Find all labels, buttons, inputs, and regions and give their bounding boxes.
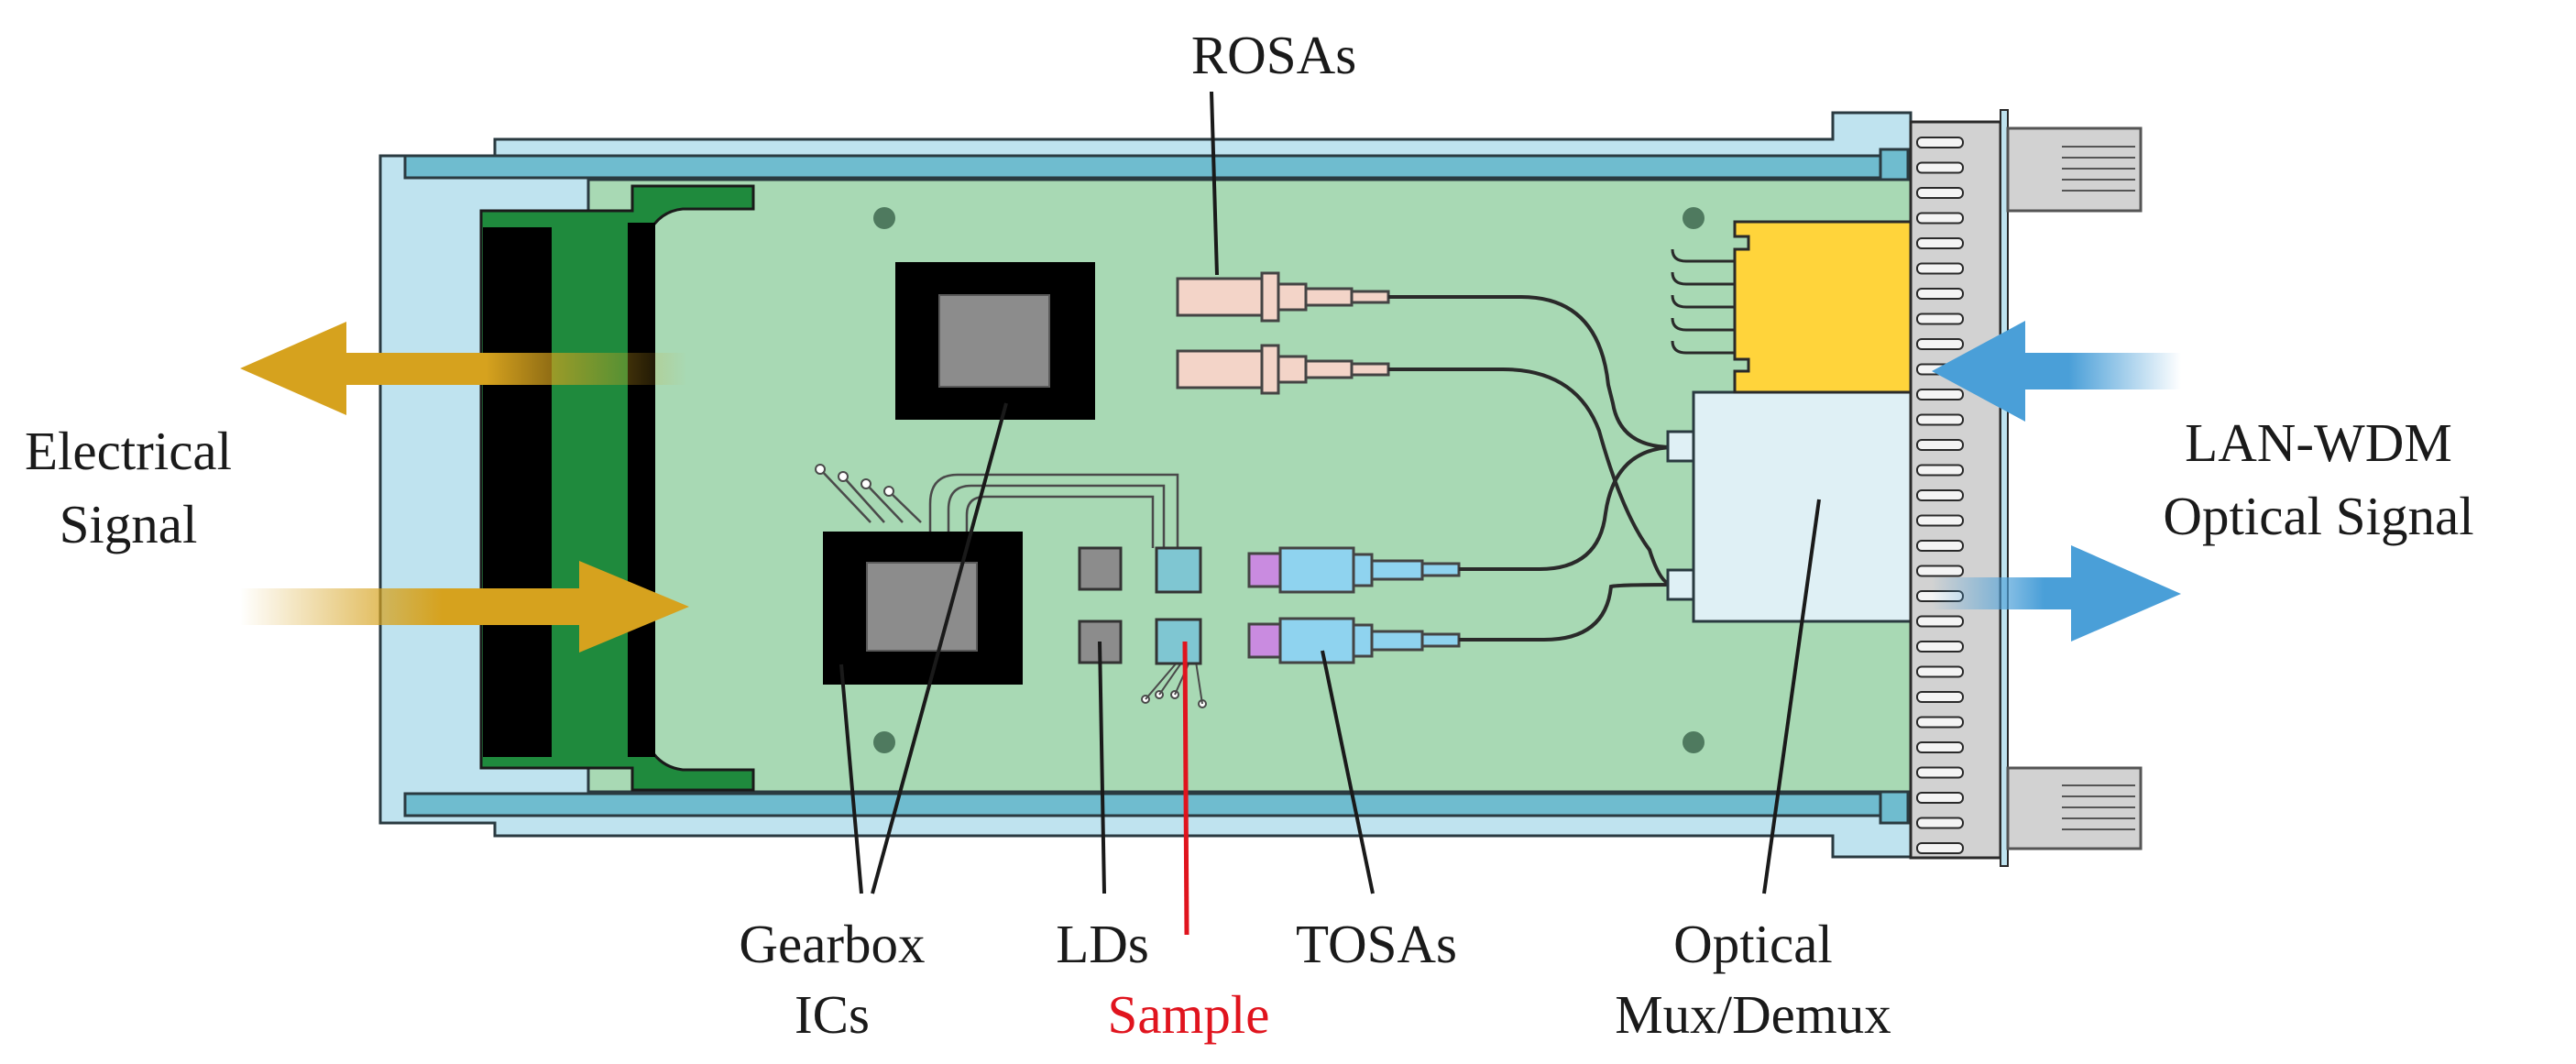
label-optical-line1: Optical	[1673, 914, 1833, 974]
port-fin	[1916, 514, 1964, 527]
latch-bottom	[2006, 766, 2143, 850]
label-lan-wdm-line2: Optical Signal	[2163, 486, 2473, 546]
port-fin	[1916, 237, 1964, 249]
laser-chip-module	[1671, 220, 1913, 394]
port-fin	[1916, 187, 1964, 199]
pcb-traces	[819, 468, 1179, 548]
port-fin	[1916, 489, 1964, 501]
electrical-in-arrow	[240, 561, 689, 653]
port-fin	[1916, 615, 1964, 628]
label-electrical-line2: Signal	[60, 494, 198, 554]
label-tosas: TOSAs	[1296, 914, 1457, 974]
port-fin	[1916, 338, 1964, 350]
label-sample: Sample	[1108, 984, 1270, 1045]
port-fin	[1916, 262, 1964, 275]
gearbox-ic-lower	[823, 532, 1023, 685]
label-lan-wdm-line1: LAN-WDM	[2185, 412, 2452, 473]
port-fin	[1916, 842, 1964, 854]
bottom-rail	[403, 784, 1910, 825]
port-fin	[1916, 413, 1964, 426]
tosa-lower	[1247, 617, 1461, 664]
port-fin	[1916, 439, 1964, 451]
rosa-lower	[1176, 344, 1390, 395]
label-rosas: ROSAs	[1191, 25, 1356, 85]
port-fin	[1916, 137, 1964, 148]
leader-lines	[839, 91, 1821, 894]
tosa-upper	[1247, 546, 1461, 594]
port-fin	[1916, 766, 1964, 779]
label-electrical-line1: Electrical	[25, 421, 232, 481]
port-fin	[1916, 313, 1964, 325]
port-fin	[1916, 691, 1964, 703]
label-gearbox-line2: ICs	[795, 984, 870, 1045]
port-fin	[1916, 288, 1964, 300]
electrical-out-arrow	[240, 322, 687, 415]
optical-in-arrow	[1932, 321, 2181, 422]
port-fin	[1916, 464, 1964, 477]
port-fins	[1916, 137, 1964, 854]
label-lds: LDs	[1056, 914, 1149, 974]
port-fin	[1916, 540, 1964, 552]
port-fin	[1916, 741, 1964, 753]
edge-connector	[479, 184, 755, 792]
port-fin	[1916, 641, 1964, 653]
port-fin	[1916, 792, 1964, 804]
optical-port	[1909, 109, 2009, 867]
mux-demux-block	[1666, 390, 1913, 623]
port-fin	[1916, 389, 1964, 400]
port-fin	[1916, 565, 1964, 577]
label-gearbox-line1: Gearbox	[739, 914, 925, 974]
optical-fibers	[1388, 295, 1673, 642]
rosa-upper	[1176, 271, 1390, 323]
port-fin	[1916, 161, 1964, 174]
sample-leads	[1145, 661, 1203, 705]
port-fin	[1916, 212, 1964, 225]
gearbox-ic-upper	[895, 262, 1095, 420]
port-fin	[1916, 817, 1964, 829]
sample-chips	[1155, 546, 1202, 665]
optical-out-arrow	[1932, 545, 2181, 642]
port-fin	[1916, 716, 1964, 729]
port-fin	[1916, 665, 1964, 678]
sample-leader-line	[1182, 641, 1189, 936]
latch-top	[2006, 126, 2143, 213]
label-optical-line2: Mux/Demux	[1615, 984, 1891, 1045]
